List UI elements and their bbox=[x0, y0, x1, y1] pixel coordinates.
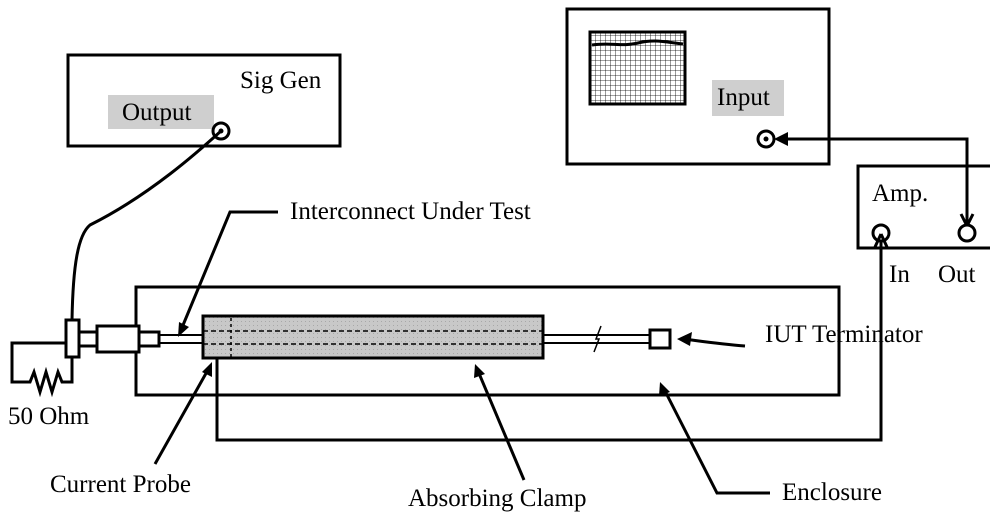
receiver-input-arrow bbox=[774, 132, 788, 146]
current-probe-label: Current Probe bbox=[50, 471, 191, 498]
clamp-arrowhead bbox=[474, 364, 485, 378]
clamp-pointer bbox=[476, 370, 526, 481]
signal-generator-title: Sig Gen bbox=[240, 67, 322, 94]
screen-trace bbox=[591, 39, 684, 47]
sig-gen-cable bbox=[70, 129, 223, 321]
input-port-label: Input bbox=[717, 84, 770, 111]
load-label: 50 Ohm bbox=[8, 403, 90, 430]
current-probe-pointer bbox=[153, 367, 211, 465]
cable-break-mark bbox=[593, 325, 602, 353]
interconnect-arrowhead bbox=[178, 322, 189, 337]
adapter-2 bbox=[95, 324, 141, 354]
amp-in-label: In bbox=[889, 261, 910, 288]
adapter-3 bbox=[137, 330, 161, 348]
resistor-loop bbox=[10, 341, 74, 398]
receiver: Input bbox=[565, 7, 831, 166]
input-connector-pin bbox=[763, 136, 769, 142]
amp-out-arrow bbox=[959, 213, 975, 227]
amp-out-connector-icon bbox=[957, 223, 977, 243]
adapter-1 bbox=[77, 330, 99, 348]
signal-generator: Sig Gen Output bbox=[66, 53, 342, 148]
load-resistor: 50 Ohm bbox=[8, 318, 90, 430]
amp-in-connector-icon bbox=[871, 223, 891, 243]
enclosure-arrowhead bbox=[659, 382, 670, 396]
output-port-label: Output bbox=[122, 99, 192, 126]
amplifier: Amp. In Out bbox=[856, 164, 990, 288]
absorbing-clamp-label: Absorbing Clamp bbox=[408, 485, 586, 512]
probe-to-amp-cable bbox=[215, 241, 883, 442]
terminator-arrowhead bbox=[677, 332, 692, 346]
absorbing-clamp bbox=[201, 314, 545, 360]
terminator-arrow bbox=[683, 337, 746, 348]
input-label-highlight bbox=[712, 80, 784, 116]
terminator-label: IUT Terminator bbox=[765, 321, 923, 348]
amp-out-label: Out bbox=[938, 261, 976, 288]
enclosure-label: Enclosure bbox=[782, 479, 882, 506]
amplifier-title: Amp. bbox=[872, 180, 928, 207]
amp-to-receiver-cable bbox=[777, 137, 969, 226]
output-label-highlight bbox=[108, 95, 214, 129]
interconnect-pointer bbox=[179, 210, 278, 331]
amp-in-arrow bbox=[873, 233, 889, 248]
current-probe-arrowhead bbox=[202, 362, 212, 377]
tee-connector bbox=[64, 318, 81, 359]
enclosure-pointer bbox=[662, 388, 770, 495]
interconnect-label: Interconnect Under Test bbox=[290, 198, 531, 225]
iut-terminator bbox=[648, 328, 672, 350]
